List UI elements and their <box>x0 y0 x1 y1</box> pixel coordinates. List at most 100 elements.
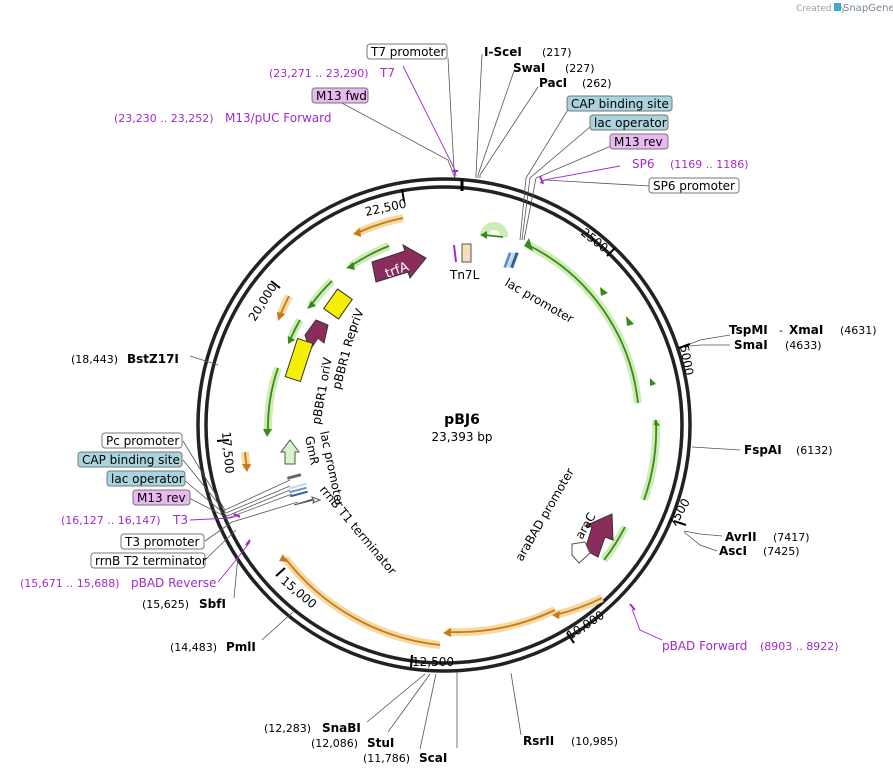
primer-mark <box>245 539 251 546</box>
tn7l-label: Tn7L <box>449 268 480 282</box>
site-rsrii-pos: (10,985) <box>571 735 618 748</box>
arac-feature[interactable] <box>583 513 614 558</box>
primer-leader-line <box>217 541 251 583</box>
site-paci-name[interactable]: PacI <box>539 76 567 90</box>
sp6-primer-range: (1169 .. 1186) <box>670 158 749 171</box>
site-swai-name[interactable]: SwaI <box>513 61 545 75</box>
pbad-forward-name: pBAD Forward <box>662 639 747 653</box>
backbone <box>196 177 692 673</box>
sp6-promoter-label: SP6 promoter <box>653 179 735 193</box>
tick-mark <box>216 439 230 442</box>
lac-operator-left-box[interactable] <box>106 470 186 487</box>
site-avrii-name[interactable]: AvrII <box>725 530 757 544</box>
leader-line <box>339 101 456 179</box>
sp6-primer-name: SP6 <box>632 157 655 171</box>
t7-promoter-box[interactable] <box>366 43 448 60</box>
brand-prefix: Created by <box>796 4 846 14</box>
rrnb-t1-feature[interactable] <box>293 496 322 506</box>
site-sbfi-name[interactable]: SbfI <box>199 597 226 611</box>
arrowhead <box>346 262 355 270</box>
site-scai-name[interactable]: ScaI <box>419 751 447 765</box>
t3-promoter-label: T3 promoter <box>124 535 200 549</box>
leader-line <box>477 70 515 178</box>
tick-label: 5000 <box>677 344 696 377</box>
site-fspai-name[interactable]: FspAI <box>744 443 782 457</box>
snapgene-logo-icon <box>834 3 841 11</box>
m13-fwd-box[interactable] <box>311 87 369 104</box>
tick-mark <box>401 188 405 202</box>
site-smai-name[interactable]: SmaI <box>734 338 768 352</box>
arrowhead <box>288 336 295 344</box>
lac-promoter-left-feature[interactable] <box>289 482 308 498</box>
arabad-promoter-feature[interactable] <box>571 541 591 564</box>
arc-line <box>643 419 658 501</box>
site-swai-pos: (227) <box>565 62 595 75</box>
leader-line <box>689 344 730 347</box>
arc-line <box>446 609 556 634</box>
site-tspmi-pos: (4631) <box>840 324 877 337</box>
cap-binding-site-top-box[interactable] <box>566 95 673 112</box>
site-xmai-name[interactable]: XmaI <box>789 323 823 337</box>
lac-promoter-top-feature[interactable] <box>503 252 519 269</box>
t3-promoter-box[interactable] <box>120 533 205 550</box>
site-asci-name[interactable]: AscI <box>719 544 747 558</box>
arc-halo <box>446 606 557 637</box>
primer-marks <box>233 170 636 611</box>
cap-binding-site-left-box[interactable] <box>77 451 183 468</box>
site-stui-name[interactable]: StuI <box>367 736 394 750</box>
trfa-arrow <box>371 243 427 283</box>
pbbr1-oriv-feature[interactable] <box>284 337 314 383</box>
site-iscei-name[interactable]: I-SceI <box>484 45 522 59</box>
site-stui-pos: (12,086) <box>311 737 358 750</box>
m13-rev-left-box[interactable] <box>132 489 191 506</box>
tn7l-feature[interactable] <box>461 243 472 263</box>
lac-operator-top-box[interactable] <box>589 114 669 131</box>
site-bstz17i-name[interactable]: BstZ17I <box>127 352 179 366</box>
t7-primer-mark <box>453 244 457 263</box>
brand-name: SnapGene <box>843 3 893 14</box>
site-sbfi-pos: (15,625) <box>142 598 189 611</box>
pc-promoter-box[interactable] <box>101 432 183 449</box>
cap-binding-site-top-label: CAP binding site <box>571 97 669 111</box>
snapgene-brand: Created by SnapGene <box>796 3 893 14</box>
site-tspmi-name[interactable]: TspMI <box>729 323 768 337</box>
leader-line <box>366 673 426 723</box>
rrnb-t2-terminator-box[interactable] <box>90 552 206 569</box>
site-snabi-pos: (12,283) <box>264 722 311 735</box>
site-tspmi-sep: - <box>779 324 783 337</box>
arrowhead <box>443 628 451 637</box>
arc-halo <box>480 222 509 238</box>
tick-mark <box>678 343 691 349</box>
tick-mark <box>606 247 616 257</box>
site-snabi-name[interactable]: SnaBI <box>322 721 361 735</box>
m13-rev-left-label: M13 rev <box>137 491 186 505</box>
site-fspai-pos: (6132) <box>796 444 833 457</box>
cap-mark <box>289 482 307 490</box>
leader-line <box>691 446 741 451</box>
gene-arcs-green <box>263 222 661 563</box>
leader-line <box>261 611 294 641</box>
sp6-promoter-box[interactable] <box>648 177 740 194</box>
m13-rev-top-box[interactable] <box>609 133 669 150</box>
m13puc-primer-range: (23,230 .. 23,252) <box>114 112 214 125</box>
tick-mark <box>410 654 413 668</box>
t7-primer-name: T7 <box>379 66 395 80</box>
site-bstz17i-pos: (18,443) <box>71 353 118 366</box>
leader-line <box>204 501 299 542</box>
lac-op-mark <box>503 252 512 269</box>
arrowhead <box>600 287 608 296</box>
arc-line <box>527 244 639 404</box>
gmr-feature[interactable] <box>280 439 300 465</box>
site-rsrii-name[interactable]: RsrII <box>523 734 554 748</box>
leader-line <box>188 493 293 519</box>
arrowhead <box>263 429 272 437</box>
gene-arcs-orange <box>241 214 604 649</box>
primer-mark <box>233 513 241 518</box>
site-pmli-name[interactable]: PmlI <box>226 640 256 654</box>
lac-operator-top-label: lac operator <box>594 116 667 130</box>
arc-line <box>284 557 441 646</box>
oriv-feature[interactable] <box>323 288 353 320</box>
backbone-inner-circle <box>204 185 684 665</box>
site-iscei-pos: (217) <box>542 46 572 59</box>
